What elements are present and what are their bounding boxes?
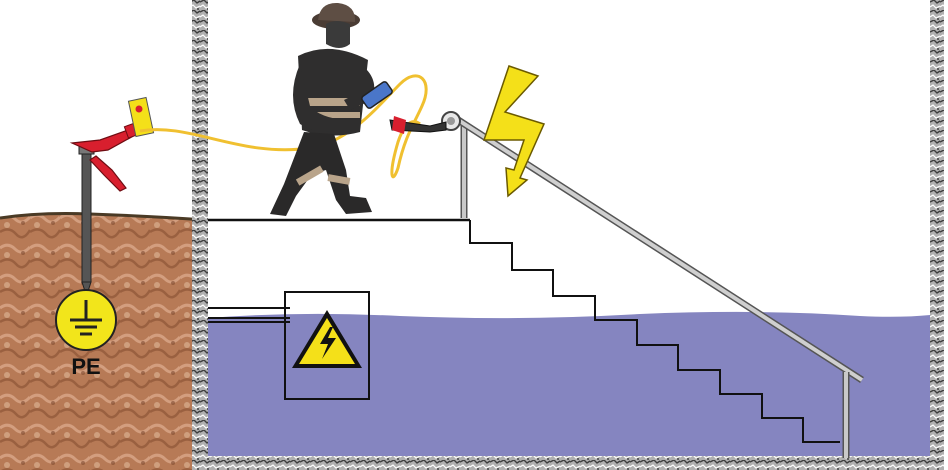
lightning-bolt-icon bbox=[482, 65, 546, 198]
right-wall bbox=[930, 0, 944, 470]
high-voltage-warning-icon bbox=[292, 310, 362, 368]
flood-water bbox=[208, 311, 930, 456]
pe-label: PE bbox=[71, 354, 100, 379]
grounding-cable bbox=[139, 74, 428, 179]
floor bbox=[192, 456, 944, 470]
firefighter bbox=[270, 2, 447, 216]
power-cables bbox=[208, 307, 290, 323]
earth-ground-icon bbox=[55, 289, 117, 351]
cable-tag bbox=[127, 96, 155, 138]
staircase bbox=[469, 220, 840, 443]
junction-box bbox=[284, 291, 370, 400]
left-wall bbox=[192, 0, 208, 470]
